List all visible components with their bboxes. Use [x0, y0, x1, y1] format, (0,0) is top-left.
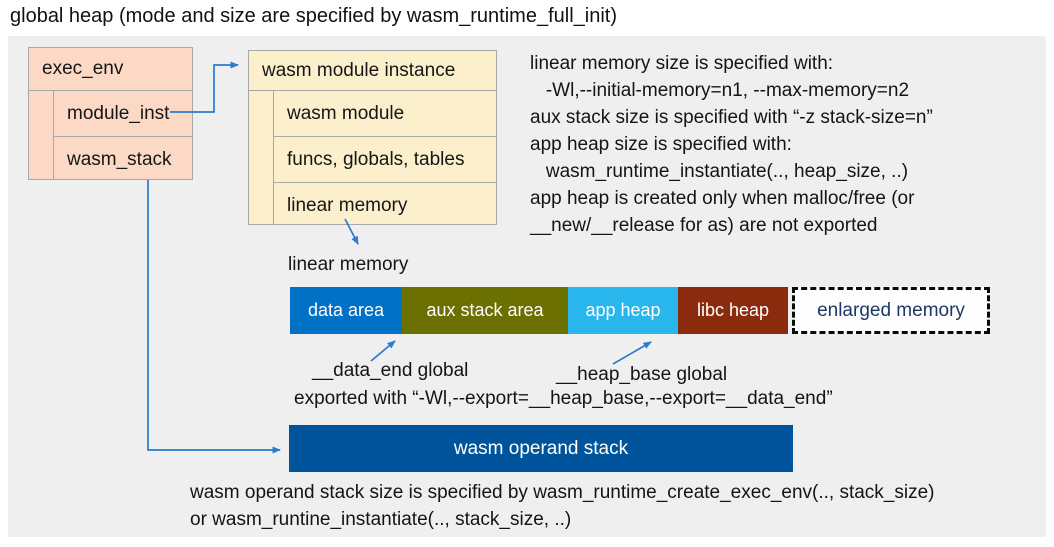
- segment-libc-heap: libc heap: [678, 287, 788, 334]
- segment-app-heap: app heap: [568, 287, 678, 334]
- module-instance-header: wasm module instance: [249, 51, 496, 91]
- module-instance-row-wasm-module: wasm module: [273, 91, 496, 136]
- segment-data-area: data area: [290, 287, 402, 334]
- annotation-data-end-global: __data_end global: [312, 360, 469, 381]
- segment-aux-stack-area: aux stack area: [402, 287, 568, 334]
- exec-env-box: exec_env module_inst wasm_stack: [28, 47, 193, 180]
- notes-memory-sizes: linear memory size is specified with: -W…: [530, 53, 933, 236]
- exec-env-header: exec_env: [29, 48, 192, 91]
- notes-operand-stack-size: wasm operand stack size is specified by …: [190, 482, 935, 530]
- wasm-operand-stack-bar: wasm operand stack: [289, 425, 793, 472]
- module-instance-row-funcs-globals-tables: funcs, globals, tables: [273, 136, 496, 182]
- linear-memory-bar: data area aux stack area app heap libc h…: [290, 287, 788, 334]
- exec-env-row-wasm-stack: wasm_stack: [53, 136, 192, 179]
- segment-enlarged-memory: enlarged memory: [792, 287, 990, 334]
- module-instance-box: wasm module instance wasm module funcs, …: [248, 50, 497, 225]
- linear-memory-label: linear memory: [288, 254, 409, 275]
- module-instance-row-linear-memory: linear memory: [273, 182, 496, 224]
- annotation-exported-with: exported with “-Wl,--export=__heap_base,…: [294, 388, 833, 409]
- exec-env-row-module-inst: module_inst: [53, 91, 192, 136]
- annotation-heap-base-global: __heap_base global: [556, 364, 728, 385]
- diagram-title: global heap (mode and size are specified…: [10, 5, 617, 27]
